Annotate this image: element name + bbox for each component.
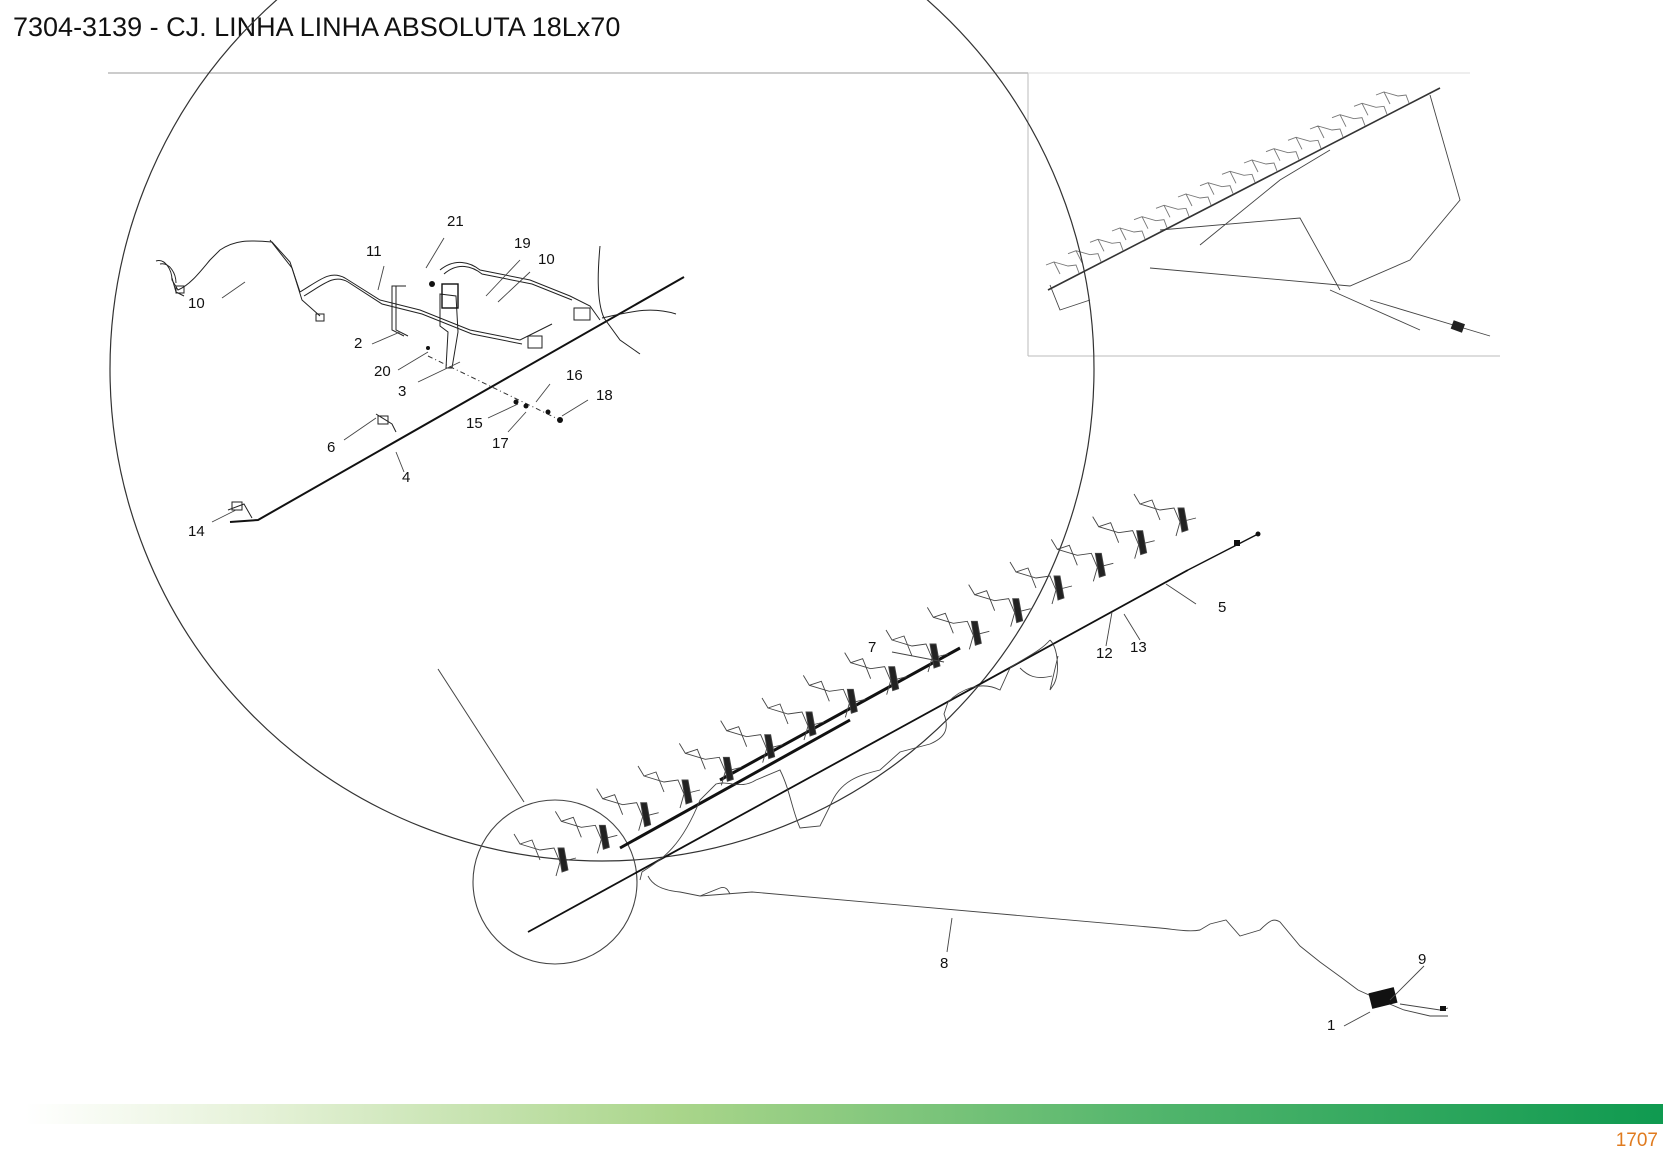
inset-row-sketch	[1111, 227, 1146, 241]
callout-5: 5	[1218, 599, 1226, 616]
bracket-sketch	[557, 847, 569, 873]
callout-16: 16	[566, 367, 583, 384]
bracket-sketch	[970, 620, 982, 646]
callout-19: 19	[514, 235, 531, 252]
callout-7: 7	[868, 639, 876, 656]
callout-18: 18	[596, 387, 613, 404]
inset-row-sketch	[1375, 91, 1410, 105]
detail-circle	[109, 0, 1095, 862]
bracket-sketch	[1012, 598, 1024, 624]
page-title: 7304-3139 - CJ. LINHA LINHA ABSOLUTA 18L…	[13, 12, 621, 42]
callout-10-left: 10	[188, 295, 205, 312]
footer-gradient-bar	[25, 1104, 1663, 1124]
bracket-sketch	[681, 779, 693, 805]
detail-view: 21 11 19 10 10 2 20 3 16 18 15 17 6 4 14	[109, 0, 1095, 862]
bracket-sketch	[846, 688, 858, 714]
callout-15: 15	[466, 415, 483, 432]
callout-20: 20	[374, 363, 391, 380]
inset-row-sketch	[1045, 261, 1080, 275]
inset-row-sketch	[1331, 114, 1366, 127]
inset-row-sketch	[1199, 182, 1234, 195]
callout-4: 4	[402, 469, 410, 486]
bracket-sketch	[1094, 552, 1106, 578]
callout-10-right: 10	[538, 251, 555, 268]
callout-6: 6	[327, 439, 335, 456]
detail-leader	[437, 668, 525, 803]
callout-12: 12	[1096, 645, 1113, 662]
inset-row-sketch	[1133, 216, 1168, 229]
bracket-sketch	[640, 802, 652, 828]
bracket-sketch	[805, 711, 817, 737]
callout-13: 13	[1130, 639, 1147, 656]
overview-inset	[1027, 72, 1500, 357]
callout-2: 2	[354, 335, 362, 352]
callout-21: 21	[447, 213, 464, 230]
inset-row-sketch	[1067, 250, 1102, 263]
zoom-circle	[472, 799, 638, 965]
callout-3: 3	[398, 383, 406, 400]
callout-11: 11	[366, 243, 382, 260]
bracket-sketch	[1136, 530, 1148, 556]
inset-row-sketch	[1221, 170, 1256, 184]
inset-row-sketch	[1243, 159, 1278, 173]
callout-14: 14	[188, 523, 205, 540]
inset-row-sketch	[1265, 148, 1300, 161]
inset-row-sketch	[1309, 125, 1344, 139]
inset-row-sketch	[1177, 193, 1212, 207]
main-assembly: 7 5 12 13 8 9 1	[513, 493, 1449, 1034]
bracket-sketch	[598, 824, 610, 850]
callout-17: 17	[492, 435, 509, 452]
bracket-sketch	[1053, 575, 1065, 601]
callout-9: 9	[1418, 951, 1426, 968]
bracket-sketch	[722, 756, 734, 782]
bracket-sketch	[888, 666, 900, 692]
inset-row-sketch	[1287, 136, 1322, 150]
bracket-sketch	[764, 734, 776, 760]
inset-row-sketch	[1353, 102, 1388, 116]
inset-row-sketch	[1155, 204, 1190, 218]
bracket-sketch	[1177, 507, 1189, 533]
page-number: 1707	[1615, 1130, 1658, 1151]
callout-1: 1	[1327, 1017, 1335, 1034]
inset-row-sketch	[1089, 238, 1124, 252]
callout-8: 8	[940, 955, 948, 972]
